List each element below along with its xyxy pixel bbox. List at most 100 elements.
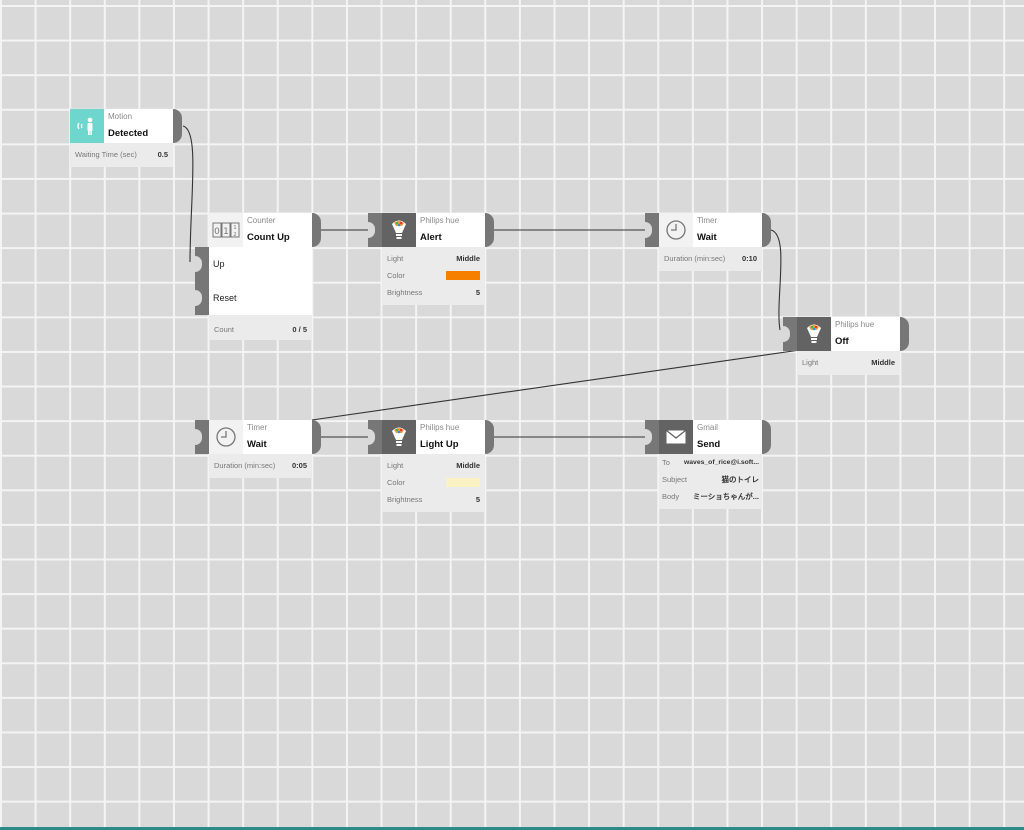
input-port[interactable] (195, 247, 209, 281)
wire-hue-off-to-timer (311, 349, 801, 421)
input-reset[interactable]: Reset (195, 281, 312, 315)
param-row[interactable]: Body ミーショちゃんが... (662, 488, 759, 505)
node-kind: Timer (247, 423, 268, 432)
bottom-status-bar (0, 827, 1024, 830)
output-port[interactable] (173, 109, 182, 143)
node-params: Count 0 / 5 (209, 315, 312, 340)
node-action: Wait (697, 232, 717, 243)
node-header[interactable]: Timer Wait (195, 420, 321, 454)
param-row[interactable]: Light Middle (387, 250, 480, 267)
param-label: Brightness (387, 288, 423, 297)
node-kind: Counter (247, 216, 276, 225)
node-kind: Philips hue (420, 216, 460, 225)
param-value: Middle (456, 254, 480, 263)
param-row[interactable]: Color (387, 474, 480, 491)
param-label: Subject (662, 475, 688, 484)
hue-off-node[interactable]: Philips hue Off Light Middle (783, 317, 909, 375)
input-port[interactable] (783, 317, 797, 351)
gmail-node[interactable]: Gmail Send To waves_of_rice@i.soft... Su… (645, 420, 771, 509)
param-row[interactable]: Brightness 5 (387, 284, 480, 301)
light-bulb-icon (797, 317, 831, 351)
node-header[interactable]: Philips hue Alert (368, 213, 494, 247)
node-params: To waves_of_rice@i.soft... Subject 猫のトイレ… (659, 454, 762, 509)
motion-sensor-icon (70, 109, 104, 143)
param-row[interactable]: To waves_of_rice@i.soft... (662, 454, 759, 471)
param-row[interactable]: Light Middle (387, 457, 480, 474)
node-action: Count Up (247, 232, 290, 243)
node-header[interactable]: Timer Wait (645, 213, 771, 247)
input-port[interactable] (645, 420, 659, 454)
param-label: Duration (min:sec) (664, 254, 726, 263)
param-value: 5 (475, 288, 480, 297)
param-row[interactable]: Duration (min:sec) 0:05 (214, 457, 307, 474)
output-port[interactable] (900, 317, 909, 351)
param-row[interactable]: Color (387, 267, 480, 284)
envelope-icon (659, 420, 693, 454)
param-row[interactable]: Light Middle (802, 354, 895, 371)
light-bulb-icon (382, 420, 416, 454)
output-port[interactable] (312, 420, 321, 454)
node-action: Alert (420, 232, 442, 243)
node-params: Duration (min:sec) 0:10 (659, 247, 762, 271)
param-label: Light (387, 254, 404, 263)
wire-timer-to-hue-off (770, 229, 782, 331)
input-up[interactable]: Up (195, 247, 312, 281)
input-port[interactable] (368, 213, 382, 247)
output-port[interactable] (762, 420, 771, 454)
node-action: Send (697, 439, 721, 450)
node-header[interactable]: Philips hue Light Up (368, 420, 494, 454)
param-label: To (662, 458, 670, 467)
param-label: Waiting Time (sec) (75, 150, 137, 159)
param-value: 0:10 (741, 254, 757, 263)
param-value: ミーショちゃんが... (692, 492, 759, 501)
node-action: Detected (108, 128, 149, 139)
param-row[interactable]: Brightness 5 (387, 491, 480, 508)
output-port[interactable] (312, 213, 321, 247)
output-port[interactable] (485, 420, 494, 454)
hue-alert-node[interactable]: Philips hue Alert Light Middle Color Bri… (368, 213, 494, 305)
param-value: 0.5 (157, 150, 168, 159)
svg-text:2: 2 (233, 232, 236, 238)
param-value: 0:05 (291, 461, 307, 470)
node-inputs: Up Reset (195, 247, 312, 315)
param-label: Color (387, 478, 405, 487)
param-row[interactable]: Duration (min:sec) 0:10 (664, 250, 757, 267)
timer-node[interactable]: Timer Wait Duration (min:sec) 0:10 (645, 213, 771, 271)
color-swatch[interactable] (446, 478, 480, 487)
input-port[interactable] (368, 420, 382, 454)
param-value: waves_of_rice@i.soft... (683, 459, 759, 466)
param-label: Light (387, 461, 404, 470)
param-row[interactable]: Subject 猫のトイレ (662, 471, 759, 488)
counter-node[interactable]: 0 1 1 2 Counter Count Up Up Reset Count … (195, 213, 321, 340)
param-label: Body (662, 492, 680, 501)
param-value: Middle (456, 461, 480, 470)
input-port[interactable] (195, 420, 209, 454)
wire-motion-to-counter (182, 125, 194, 263)
counter-icon: 0 1 1 2 (209, 213, 243, 247)
node-action: Off (835, 336, 849, 347)
node-kind: Motion (108, 112, 133, 121)
svg-text:1: 1 (233, 225, 236, 231)
node-header[interactable]: Gmail Send (645, 420, 771, 454)
param-label: Light (802, 358, 819, 367)
timer-node[interactable]: Timer Wait Duration (min:sec) 0:05 (195, 420, 321, 478)
node-kind: Gmail (697, 423, 718, 432)
input-port[interactable] (195, 281, 209, 315)
color-swatch[interactable] (446, 271, 480, 280)
clock-icon (209, 420, 243, 454)
node-kind: Philips hue (835, 320, 875, 329)
output-port[interactable] (485, 213, 494, 247)
node-header[interactable]: Motion Detected (70, 109, 182, 143)
input-port[interactable] (645, 213, 659, 247)
output-port[interactable] (762, 213, 771, 247)
node-params: Light Middle Color Brightness 5 (382, 454, 485, 512)
param-row[interactable]: Count 0 / 5 (214, 321, 307, 338)
node-params: Waiting Time (sec) 0.5 (70, 143, 173, 167)
hue-lightup-node[interactable]: Philips hue Light Up Light Middle Color … (368, 420, 494, 512)
node-action: Light Up (420, 439, 459, 450)
node-header[interactable]: 0 1 1 2 Counter Count Up (209, 213, 321, 247)
motion-node[interactable]: Motion Detected Waiting Time (sec) 0.5 (70, 109, 182, 167)
node-header[interactable]: Philips hue Off (783, 317, 909, 351)
param-row[interactable]: Waiting Time (sec) 0.5 (75, 146, 168, 163)
